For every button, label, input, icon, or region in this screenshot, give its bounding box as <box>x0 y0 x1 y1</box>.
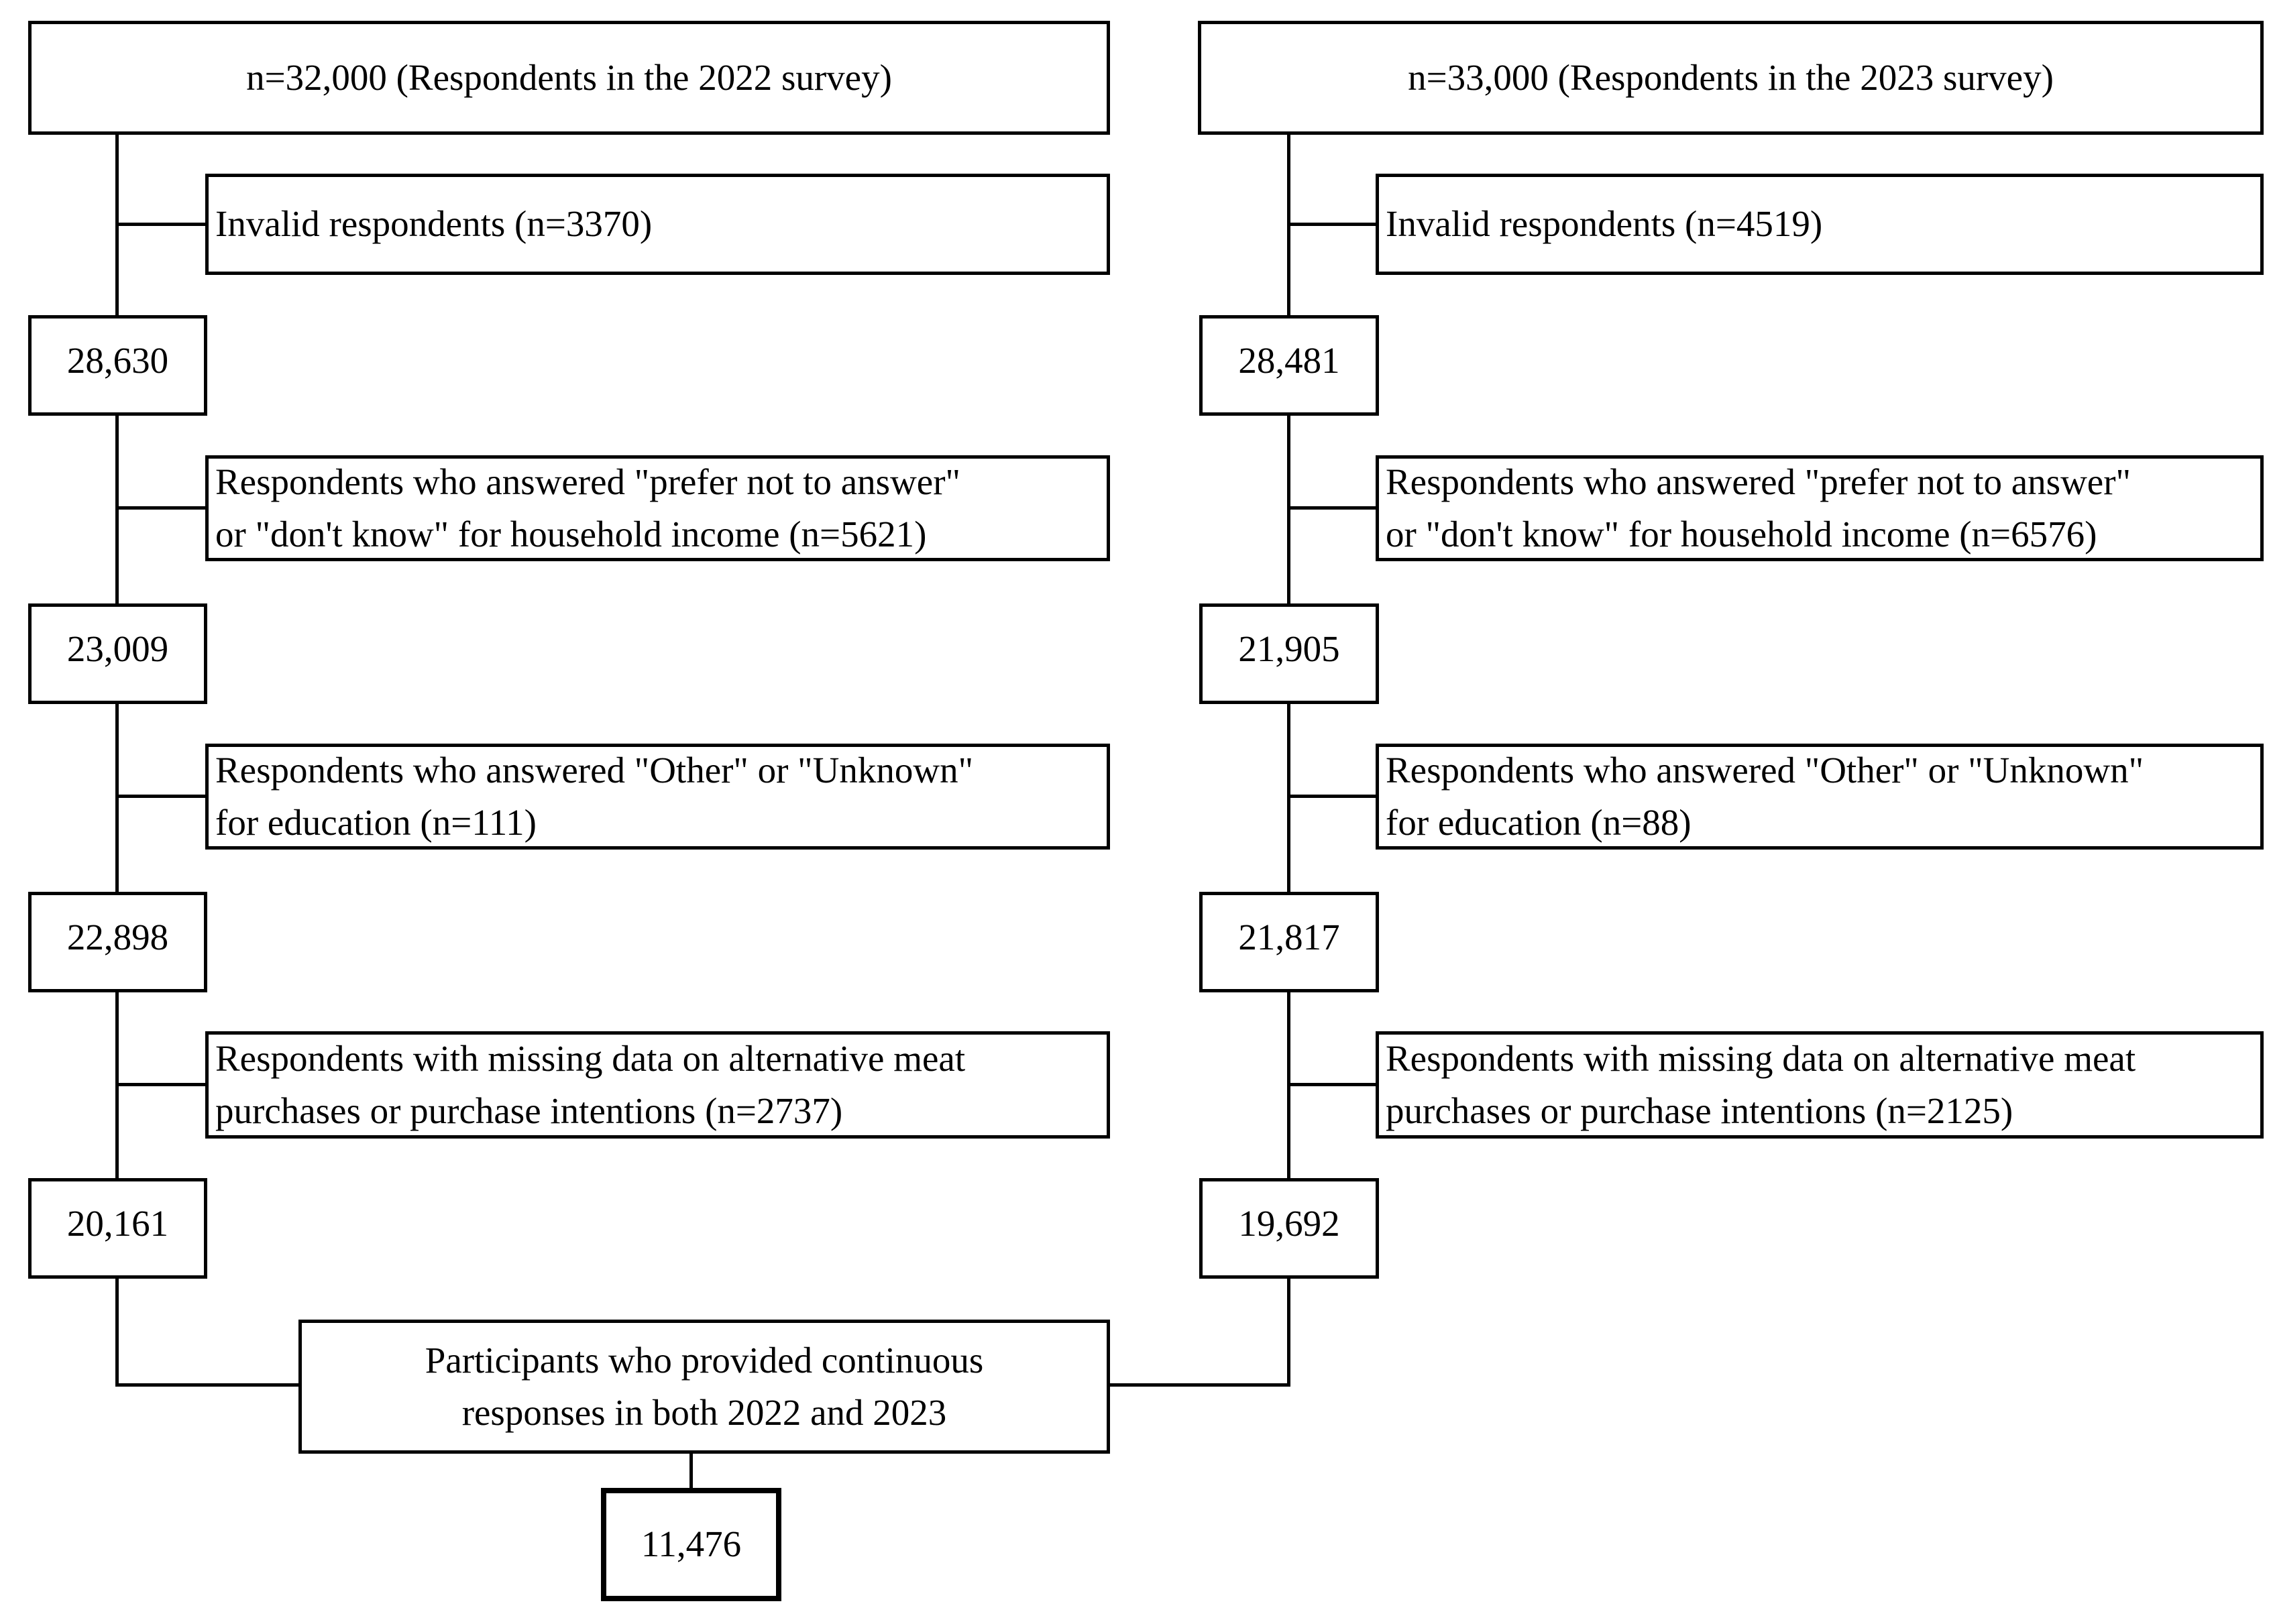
exclusion-income-2023-box: Respondents who answered "prefer not to … <box>1376 455 2264 561</box>
count-2022-after-invalid: 28,630 <box>66 339 169 381</box>
connector-elbow-right-to-merge <box>1110 1383 1290 1387</box>
exclusion-invalid-2023-box: Invalid respondents (n=4519) <box>1376 174 2264 275</box>
exclusion-income-2022-label: Respondents who answered "prefer not to … <box>215 461 960 555</box>
survey-2022-source-box: n=32,000 (Respondents in the 2022 survey… <box>28 21 1110 135</box>
count-2022-after-income: 23,009 <box>66 628 169 669</box>
survey-2023-source-label: n=33,000 (Respondents in the 2023 survey… <box>1408 56 2054 98</box>
count-2023-final: 19,692 <box>1238 1202 1340 1244</box>
count-2022-final-box: 20,161 <box>28 1178 207 1279</box>
count-2023-after-invalid: 28,481 <box>1238 339 1340 381</box>
connector-stub-left-2 <box>115 506 207 510</box>
exclusion-missing-2023-box: Respondents with missing data on alterna… <box>1376 1031 2264 1139</box>
connector-stub-right-1 <box>1287 223 1377 226</box>
count-2022-final: 20,161 <box>66 1202 169 1244</box>
count-2023-after-income-box: 21,905 <box>1199 603 1379 704</box>
exclusion-education-2023-box: Respondents who answered "Other" or "Unk… <box>1376 744 2264 850</box>
count-2022-after-invalid-box: 28,630 <box>28 315 207 416</box>
exclusion-invalid-2022-box: Invalid respondents (n=3370) <box>205 174 1110 275</box>
count-2022-after-education: 22,898 <box>66 916 169 958</box>
count-2022-after-education-box: 22,898 <box>28 892 207 992</box>
continuous-participants-label: Participants who provided continuous res… <box>425 1339 984 1433</box>
continuous-participants-box: Participants who provided continuous res… <box>298 1320 1110 1454</box>
exclusion-missing-2022-label: Respondents with missing data on alterna… <box>215 1037 966 1131</box>
connector-elbow-left-to-merge <box>115 1383 302 1387</box>
exclusion-education-2022-label: Respondents who answered "Other" or "Unk… <box>215 749 974 843</box>
count-2023-after-education: 21,817 <box>1238 916 1340 958</box>
count-2023-after-income: 21,905 <box>1238 628 1340 669</box>
count-2023-final-box: 19,692 <box>1199 1178 1379 1279</box>
exclusion-invalid-2022-label: Invalid respondents (n=3370) <box>215 203 653 245</box>
exclusion-income-2023-label: Respondents who answered "prefer not to … <box>1386 461 2131 555</box>
count-2022-after-income-box: 23,009 <box>28 603 207 704</box>
survey-2022-source-label: n=32,000 (Respondents in the 2022 survey… <box>246 56 892 98</box>
connector-stub-left-1 <box>115 223 207 226</box>
exclusion-income-2022-box: Respondents who answered "prefer not to … <box>205 455 1110 561</box>
exclusion-education-2023-label: Respondents who answered "Other" or "Unk… <box>1386 749 2144 843</box>
connector-stub-left-4 <box>115 1083 207 1086</box>
connector-vertical-right <box>1287 135 1290 1387</box>
connector-stub-right-3 <box>1287 795 1377 798</box>
exclusion-education-2022-box: Respondents who answered "Other" or "Unk… <box>205 744 1110 850</box>
exclusion-missing-2022-box: Respondents with missing data on alterna… <box>205 1031 1110 1139</box>
final-sample-count: 11,476 <box>641 1523 742 1565</box>
connector-stub-right-2 <box>1287 506 1377 510</box>
connector-stub-right-4 <box>1287 1083 1377 1086</box>
exclusion-missing-2023-label: Respondents with missing data on alterna… <box>1386 1037 2136 1131</box>
exclusion-invalid-2023-label: Invalid respondents (n=4519) <box>1386 203 1823 245</box>
connector-merge-to-final <box>689 1454 693 1488</box>
count-2023-after-education-box: 21,817 <box>1199 892 1379 992</box>
connector-vertical-left <box>115 135 119 1387</box>
survey-2023-source-box: n=33,000 (Respondents in the 2023 survey… <box>1198 21 2264 135</box>
connector-stub-left-3 <box>115 795 207 798</box>
final-sample-box: 11,476 <box>601 1488 781 1601</box>
count-2023-after-invalid-box: 28,481 <box>1199 315 1379 416</box>
